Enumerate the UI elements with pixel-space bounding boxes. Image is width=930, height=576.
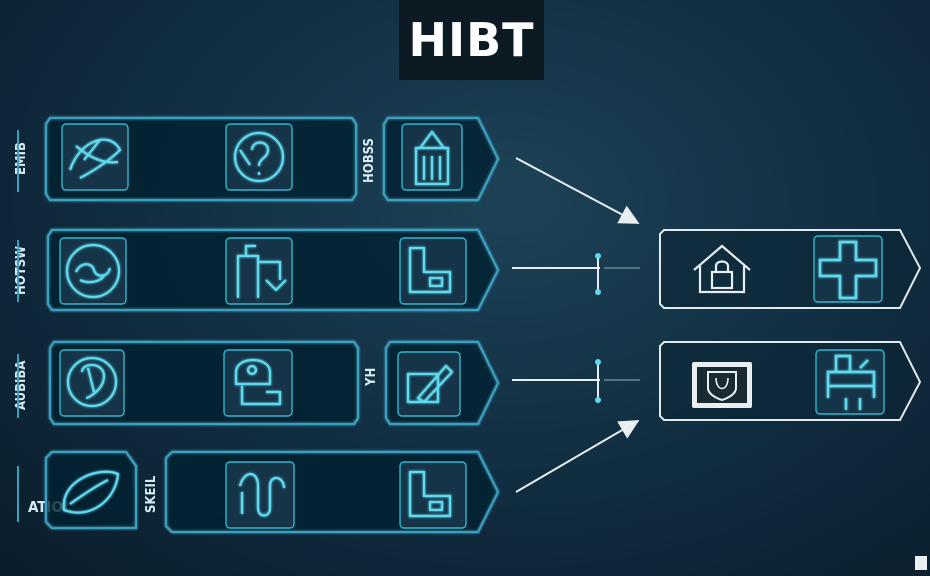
swirl-icon: [61, 123, 129, 191]
bed-icon: [815, 349, 885, 415]
shield-icon: [692, 362, 752, 408]
leaf-icon: [62, 470, 120, 514]
watermark: [915, 556, 927, 570]
chain-icon: [59, 237, 127, 305]
curve-icon: [225, 461, 295, 529]
page-title: HIBT: [399, 0, 544, 80]
connectors: [512, 157, 640, 493]
cross-icon: [813, 235, 883, 303]
house-icon: [693, 244, 751, 294]
